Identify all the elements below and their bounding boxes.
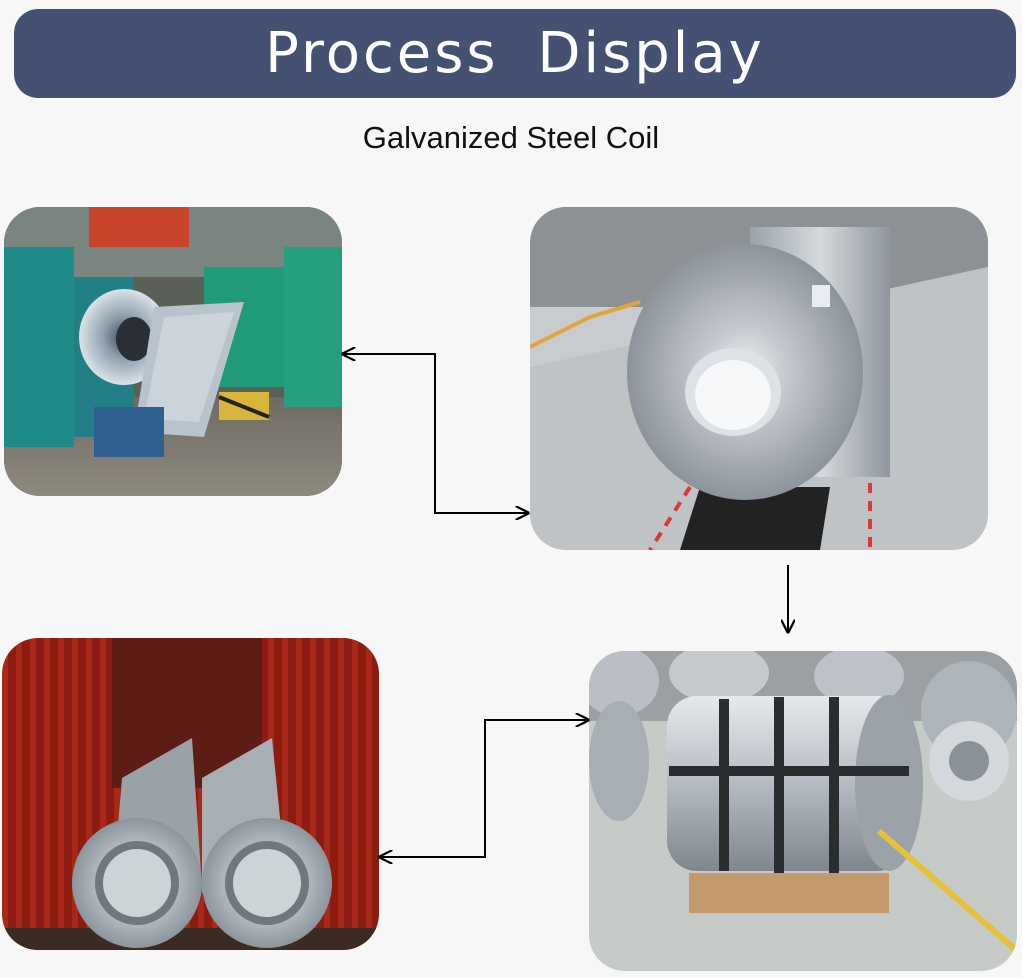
coil-processing-line-photo (4, 207, 342, 496)
arrow-processing-to-coil (343, 354, 528, 513)
large-coil-on-floor-photo (530, 207, 988, 550)
subtitle: Galvanized Steel Coil (362, 120, 660, 155)
banner-title: Process Display (265, 21, 765, 86)
arrow-warehouse-to-container (380, 720, 588, 857)
title-banner: Process Display (14, 9, 1016, 98)
banded-coils-warehouse-photo (589, 651, 1017, 971)
coils-in-container-photo (2, 638, 379, 950)
